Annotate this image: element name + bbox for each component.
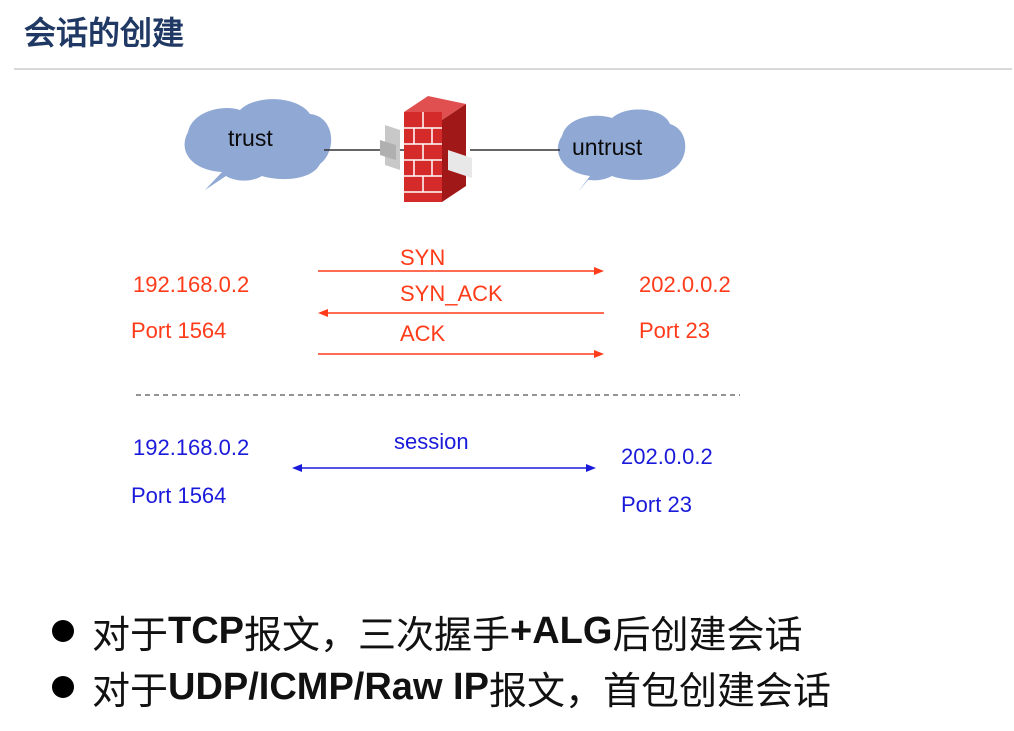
bullet-dot-icon bbox=[52, 620, 74, 642]
session-label: session bbox=[394, 429, 469, 454]
page-title: 会话的创建 bbox=[24, 14, 185, 52]
firewall-icon bbox=[380, 96, 472, 202]
trust-label: trust bbox=[228, 125, 273, 151]
bullet-text: 对于 bbox=[92, 612, 169, 657]
bullet-bold: TCP bbox=[168, 609, 245, 652]
trust-cloud bbox=[184, 99, 332, 190]
handshake-server-ip: 202.0.0.2 bbox=[639, 272, 731, 297]
bullet-text: 报文，首包创建会话 bbox=[488, 668, 831, 713]
title-divider bbox=[14, 68, 1012, 70]
session-server-ip: 202.0.0.2 bbox=[621, 444, 713, 469]
syn-ack-arrow bbox=[318, 309, 604, 317]
syn-arrow bbox=[318, 267, 604, 275]
session-client-ip: 192.168.0.2 bbox=[133, 435, 250, 460]
handshake-server-port: Port 23 bbox=[639, 318, 710, 343]
untrust-label: untrust bbox=[572, 134, 643, 160]
bullet-dot-icon bbox=[52, 676, 74, 698]
handshake-client-port: Port 1564 bbox=[131, 318, 227, 343]
syn-label: SYN bbox=[400, 245, 446, 270]
ack-label: ACK bbox=[400, 321, 446, 346]
bullet-bold: UDP/ICMP/Raw IP bbox=[168, 665, 489, 708]
syn-ack-label: SYN_ACK bbox=[400, 281, 503, 306]
handshake-client-ip: 192.168.0.2 bbox=[133, 272, 250, 297]
session-client-port: Port 1564 bbox=[131, 483, 227, 508]
ack-arrow bbox=[318, 350, 604, 358]
bullet-bold: +ALG bbox=[510, 609, 613, 652]
bullet-text: 后创建会话 bbox=[612, 612, 803, 657]
untrust-cloud bbox=[557, 109, 686, 192]
session-arrow bbox=[292, 464, 596, 472]
bullet-text: 对于 bbox=[92, 668, 169, 713]
session-server-port: Port 23 bbox=[621, 492, 692, 517]
bullet-text: 报文，三次握手 bbox=[244, 612, 511, 657]
